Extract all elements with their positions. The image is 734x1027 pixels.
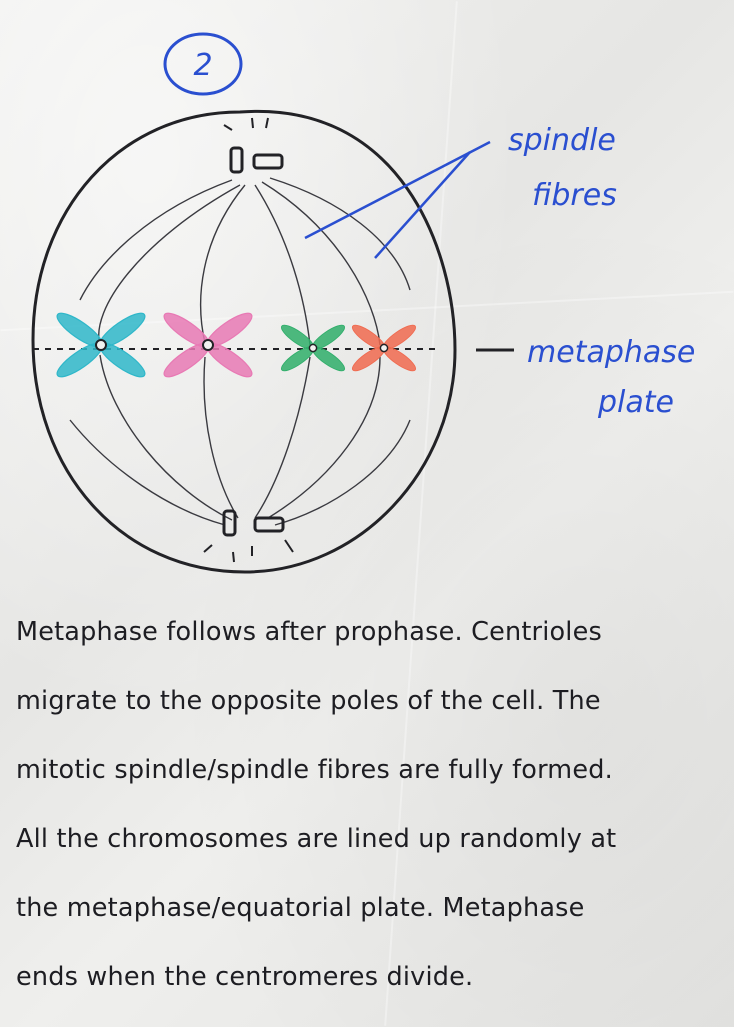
centriole-bottom	[203, 509, 294, 563]
chromosome-pink	[163, 312, 253, 378]
spindle-label-line2: fibres	[532, 178, 617, 213]
metaphase-plate-annotation: metaphase plate	[476, 335, 695, 420]
chromosome-green	[280, 324, 346, 372]
step-number: 2	[193, 48, 212, 83]
caption-line: ends when the centromeres divide.	[16, 962, 474, 992]
centromere	[202, 339, 214, 351]
plate-label-line1: metaphase	[527, 335, 695, 370]
caption-line: All the chromosomes are lined up randoml…	[16, 824, 617, 854]
cell-membrane	[31, 109, 457, 574]
centriole-top	[223, 117, 284, 174]
spindle-fibres-annotation: spindle fibres	[304, 123, 617, 259]
metaphase-diagram: 2 spindle fibres	[31, 32, 695, 574]
spindle-label-line1: spindle	[508, 123, 616, 158]
step-number-badge: 2	[163, 32, 243, 96]
caption-text: Metaphase follows after prophase. Centri…	[16, 598, 726, 1012]
chromosome-orange	[351, 324, 417, 372]
caption-line: migrate to the opposite poles of the cel…	[16, 686, 601, 716]
caption-line: the metaphase/equatorial plate. Metaphas…	[16, 893, 585, 923]
plate-label-line2: plate	[597, 385, 674, 420]
chromosome-teal	[56, 312, 146, 378]
chromosomes	[56, 312, 417, 378]
caption-line: Metaphase follows after prophase. Centri…	[16, 617, 602, 647]
centromere	[308, 343, 318, 353]
caption-line: mitotic spindle/spindle fibres are fully…	[16, 755, 613, 785]
centromere	[95, 339, 107, 351]
centromere	[379, 343, 389, 353]
spindle-fibres	[69, 177, 411, 526]
